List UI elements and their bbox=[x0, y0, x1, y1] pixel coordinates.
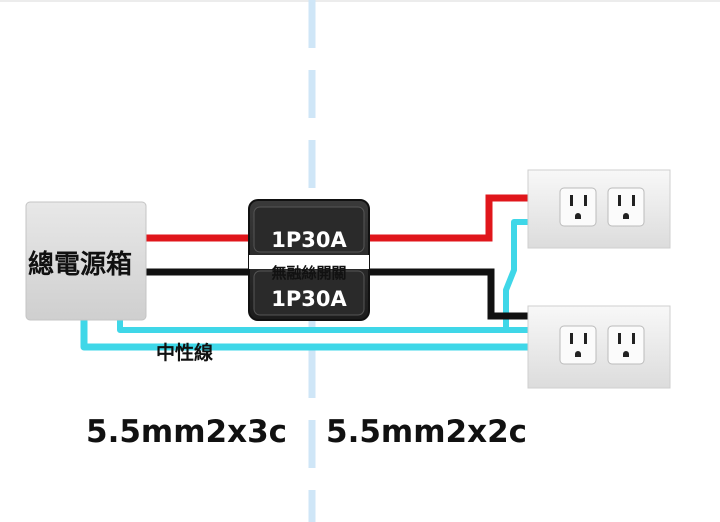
main-panel-box bbox=[25, 201, 147, 321]
black-wire-out bbox=[368, 268, 528, 320]
cable-spec-left: 5.5mm2x3c bbox=[86, 414, 288, 450]
breaker-top-rating: 1P30A bbox=[271, 228, 347, 252]
outlet-upper-socket-left bbox=[559, 187, 597, 227]
cable-spec-right: 5.5mm2x2c bbox=[326, 414, 528, 450]
breaker-name-label: 無融絲開關 bbox=[271, 264, 347, 282]
breaker-bottom-rating: 1P30A bbox=[271, 287, 347, 311]
outlet-lower-socket-right bbox=[607, 325, 645, 365]
outlet-upper bbox=[527, 169, 671, 249]
outlet-upper-plate bbox=[527, 169, 671, 249]
breaker-top-pole bbox=[253, 206, 365, 253]
live-wire-out bbox=[368, 194, 528, 242]
outlet-lower-plate bbox=[527, 305, 671, 389]
main-panel-label: 總電源箱 bbox=[28, 250, 133, 280]
outlet-upper-socket-right bbox=[607, 187, 645, 227]
neutral-wire-label: 中性線 bbox=[156, 342, 214, 364]
breaker-name-band bbox=[249, 255, 369, 269]
neutral-wire-main bbox=[80, 318, 528, 351]
outlet-lower bbox=[527, 305, 671, 389]
breaker-bottom-pole bbox=[253, 270, 365, 316]
outlet-lower-socket-left bbox=[559, 325, 597, 365]
neutral-wire-loop bbox=[117, 219, 528, 333]
